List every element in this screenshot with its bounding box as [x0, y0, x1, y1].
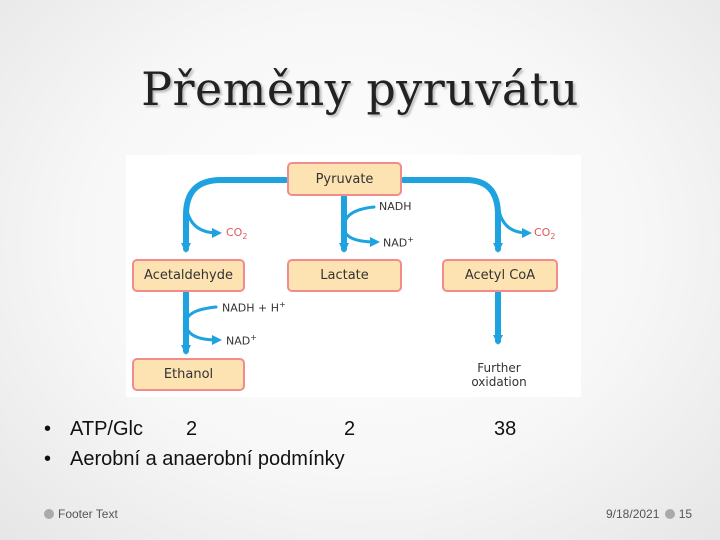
branch-nad-out-low [184, 321, 222, 345]
label-nadh: NADH [379, 200, 412, 213]
branch-co2-left [184, 201, 222, 238]
label-nadh-h-plus: NADH + H+ [222, 300, 286, 315]
label-further-oxidation: Further oxidation [471, 361, 527, 389]
box-acetaldehyde: Acetaldehyde [132, 259, 245, 292]
branch-nad-out [342, 225, 380, 247]
box-pyruvate: Pyruvate [287, 162, 402, 196]
footer-dot-icon [44, 509, 54, 519]
label-co2-right: CO2 [534, 226, 556, 242]
slide-title: Přeměny pyruvátu [141, 62, 579, 116]
page-number: 15 [678, 507, 693, 521]
label-co2-left: CO2 [226, 226, 248, 242]
atp-value-ethanol: 2 [186, 418, 198, 440]
branch-nadh-h-in [184, 305, 218, 325]
arrow-pyruvate-to-acetyl-coa [400, 177, 503, 253]
box-acetyl-coa: Acetyl CoA [442, 259, 558, 292]
label-nad-plus: NAD+ [383, 235, 414, 250]
diagram-arrows [181, 177, 532, 355]
branch-co2-right [496, 201, 532, 238]
box-ethanol: Ethanol [132, 358, 245, 391]
arrow-pyruvate-to-acetaldehyde [181, 177, 289, 253]
branch-nadh-in [342, 205, 376, 229]
pyruvate-metabolism-diagram: Pyruvate Acetaldehyde Lactate Acetyl CoA… [126, 155, 581, 397]
footer-text: Footer Text [44, 507, 118, 521]
atp-value-aerobic: 38 [494, 418, 517, 440]
footer-date-page: 9/18/2021 15 [606, 507, 692, 521]
page-dot-icon [664, 509, 675, 519]
atp-value-lactate: 2 [344, 418, 356, 440]
label-nad-plus-lower: NAD+ [226, 333, 257, 348]
footer-date: 9/18/2021 [606, 507, 660, 521]
box-lactate: Lactate [287, 259, 402, 292]
